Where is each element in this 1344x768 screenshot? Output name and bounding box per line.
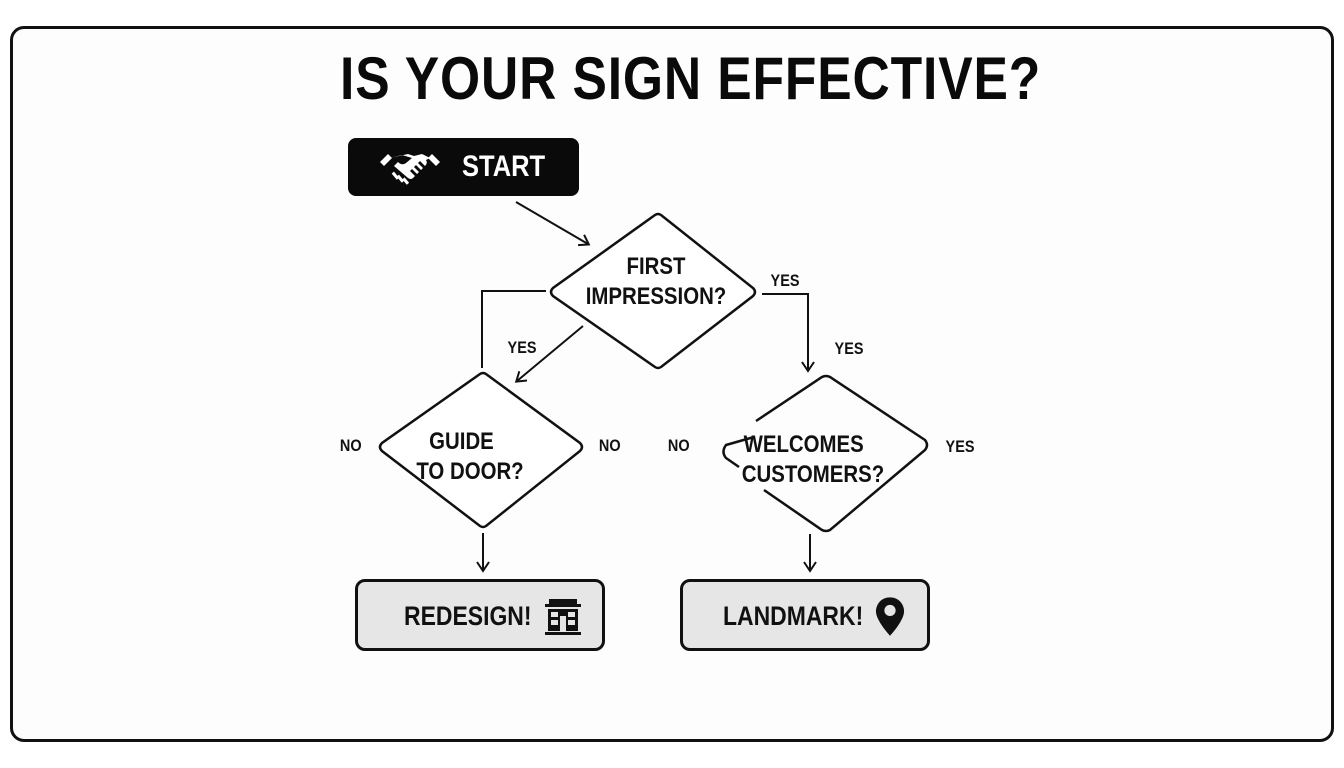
diagram-frame [10, 26, 1334, 742]
outcome-redesign-label: REDESIGN! [404, 601, 532, 631]
handshake-icon [380, 154, 440, 185]
decision-first-impression-line1: FIRST [626, 253, 686, 280]
decision-guide-to-door: GUIDE TO DOOR? [411, 427, 530, 487]
start-node: START [348, 138, 579, 196]
decision-welcomes-customers-line1: WELCOMES [743, 431, 864, 458]
start-label: START [462, 150, 546, 183]
building-icon [545, 599, 581, 635]
arrow-first-to-guide [514, 325, 584, 383]
map-pin-icon [875, 597, 905, 636]
decision-first-impression-line2: IMPRESSION? [585, 283, 727, 310]
diamond-welcomes-customers [722, 435, 755, 469]
connector-first-right [762, 293, 815, 373]
edge-label-guide-right-no: NO [598, 436, 621, 455]
outcome-landmark-label: LANDMARK! [723, 601, 864, 631]
edge-label-first-right-yes: YES [770, 271, 800, 290]
edge-label-welcomes-right-yes: YES [945, 437, 975, 456]
decision-guide-to-door-line2: TO DOOR? [416, 458, 524, 485]
diamond-first-impression [549, 212, 757, 370]
decision-first-impression: FIRST IMPRESSION? [583, 252, 729, 312]
outcome-landmark: LANDMARK! [680, 579, 930, 651]
decision-welcomes-customers: WELCOMES CUSTOMERS? [740, 430, 886, 490]
decision-welcomes-customers-line2: CUSTOMERS? [741, 461, 885, 488]
edge-label-guide-left-no: NO [339, 436, 362, 455]
decision-guide-to-door-line1: GUIDE [429, 428, 494, 455]
edge-label-first-left-yes: YES [507, 338, 537, 357]
outcome-redesign: REDESIGN! [355, 579, 605, 651]
diamond-welcomes-customers-main [755, 374, 929, 533]
arrow-start-to-first [515, 201, 591, 247]
edge-label-right-branch-yes: YES [834, 339, 864, 358]
diamond-guide-to-door [378, 371, 584, 529]
edge-label-welcomes-left-no: NO [667, 436, 690, 455]
connector-first-left [481, 290, 546, 368]
